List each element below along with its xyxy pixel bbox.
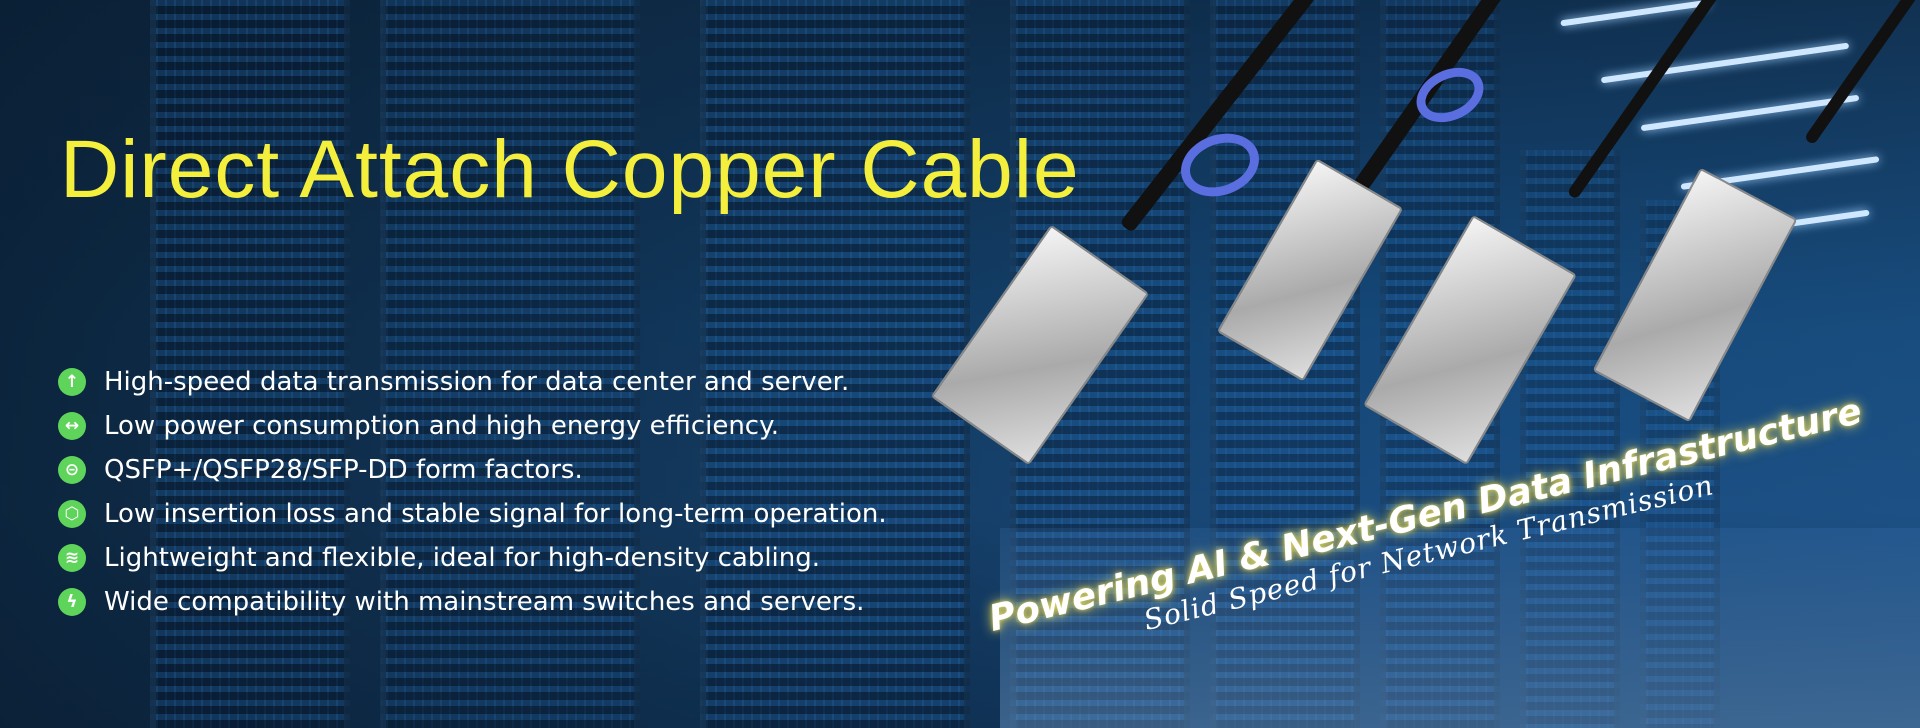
feature-item: ≋ Lightweight and flexible, ideal for hig… bbox=[58, 536, 887, 580]
server-rack bbox=[1520, 150, 1620, 728]
feature-text: QSFP+/QSFP28/SFP-DD form factors. bbox=[104, 455, 583, 485]
lightning-icon: ϟ bbox=[58, 588, 86, 616]
feature-item: ⬡ Low insertion loss and stable signal fo… bbox=[58, 492, 887, 536]
server-rack bbox=[380, 0, 640, 728]
hexagon-icon: ⬡ bbox=[58, 500, 86, 528]
feature-list: ↑ High-speed data transmission for data c… bbox=[58, 360, 887, 624]
arrow-up-icon: ↑ bbox=[58, 368, 86, 396]
feature-text: Lightweight and flexible, ideal for high… bbox=[104, 543, 821, 573]
feature-text: Low insertion loss and stable signal for… bbox=[104, 499, 887, 529]
layers-icon: ≋ bbox=[58, 544, 86, 572]
circle-minus-icon: ⊝ bbox=[58, 456, 86, 484]
ceiling-light bbox=[1600, 42, 1850, 84]
arrows-horizontal-icon: ↔ bbox=[58, 412, 86, 440]
feature-text: High-speed data transmission for data ce… bbox=[104, 367, 850, 397]
feature-text: Low power consumption and high energy ef… bbox=[104, 411, 780, 441]
page-title: Direct Attach Copper Cable bbox=[60, 124, 1080, 215]
feature-item: ↑ High-speed data transmission for data c… bbox=[58, 360, 887, 404]
server-rack bbox=[150, 0, 350, 728]
feature-item: ↔ Low power consumption and high energy e… bbox=[58, 404, 887, 448]
floor-reflection bbox=[1000, 528, 1920, 728]
server-rack bbox=[700, 0, 970, 728]
feature-item: ϟ Wide compatibility with mainstream swit… bbox=[58, 580, 887, 624]
feature-item: ⊝ QSFP+/QSFP28/SFP-DD form factors. bbox=[58, 448, 887, 492]
feature-text: Wide compatibility with mainstream switc… bbox=[104, 587, 865, 617]
